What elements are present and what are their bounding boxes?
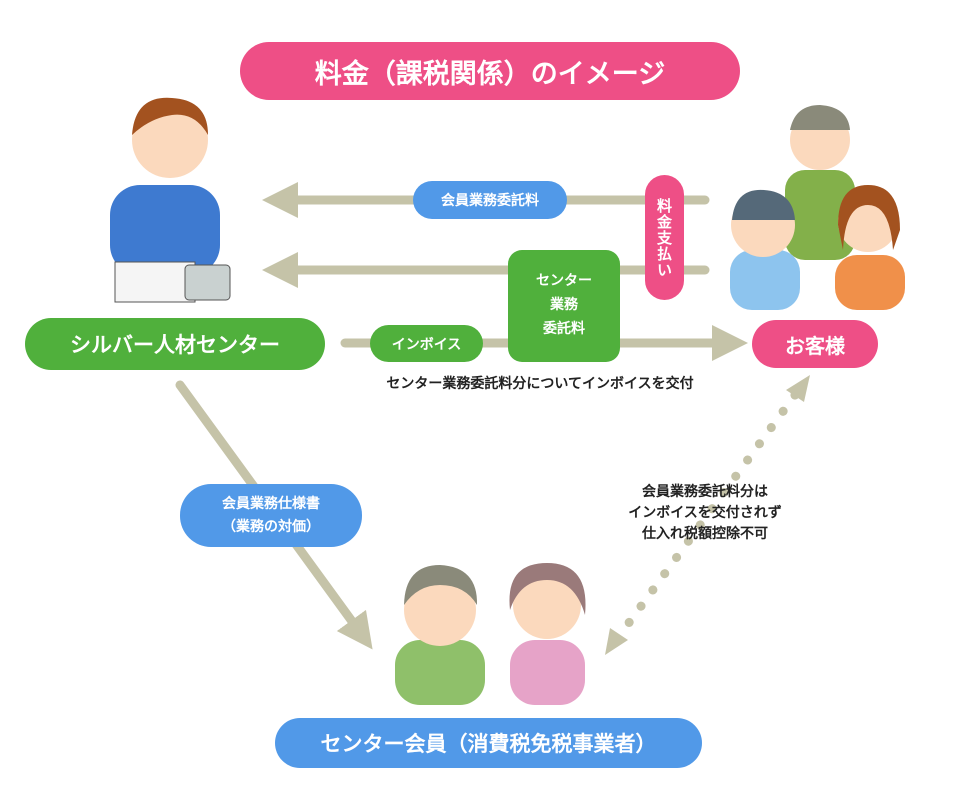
dotted-arrowhead-top [786, 375, 810, 402]
payment-label: 料金支払い [645, 175, 684, 300]
dotted-arrowhead-bottom [605, 628, 628, 655]
invoice-caption: センター業務委託料分についてインボイスを交付 [386, 376, 694, 392]
center-fee-label: センター 業務 委託料 [508, 250, 620, 362]
customer-illustration [730, 105, 905, 310]
spec-label: 会員業務仕様書 （業務の対価） [180, 484, 362, 547]
invoice-label: インボイス [370, 325, 483, 362]
member-node: センター会員（消費税免税事業者） [275, 718, 702, 768]
center-staff-illustration [110, 97, 231, 303]
center-node: シルバー人材センター [25, 318, 325, 370]
customer-node: お客様 [752, 320, 878, 368]
members-illustration [395, 563, 586, 705]
page-title: 料金（課税関係）のイメージ [240, 42, 740, 100]
member-fee-label: 会員業務委託料 [413, 181, 567, 219]
no-invoice-note: 会員業務委託料分は インボイスを交付されず 仕入れ税額控除不可 [628, 484, 782, 542]
